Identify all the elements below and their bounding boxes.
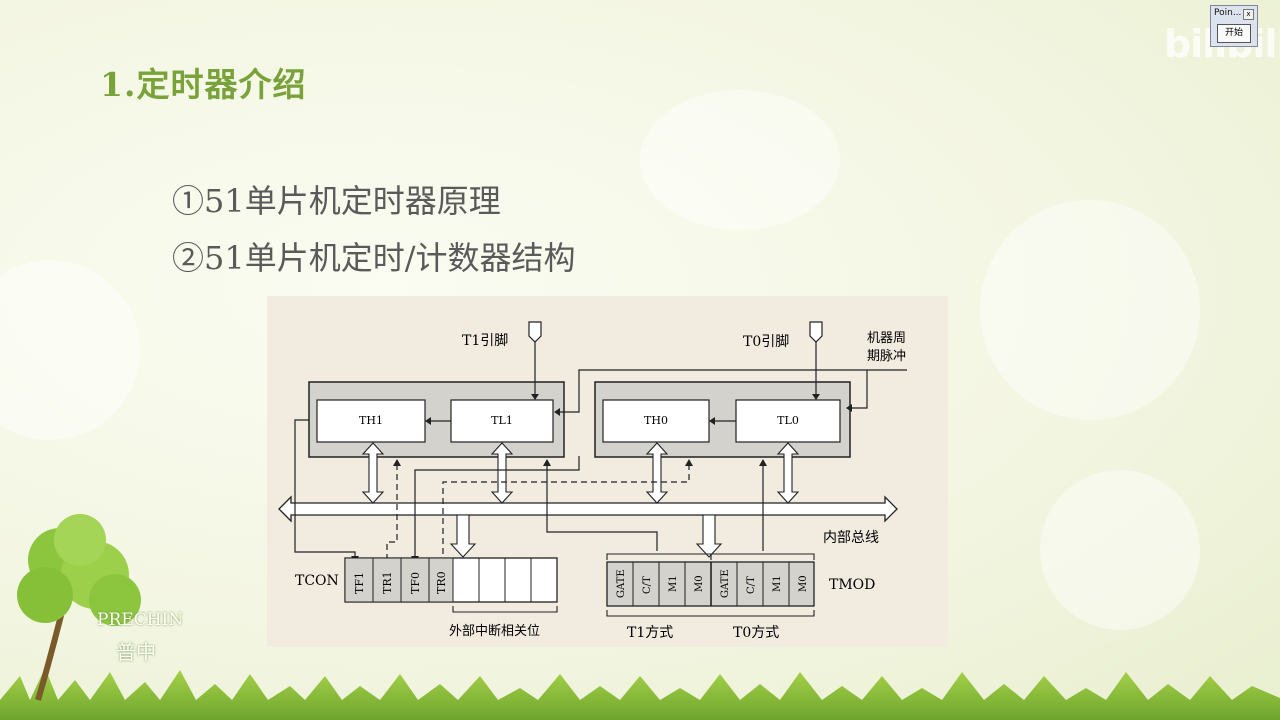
- th0-register: [602, 399, 710, 443]
- bullet-item: ②51单片机定时/计数器结构: [172, 239, 576, 277]
- tmod-bit: M0: [798, 575, 809, 592]
- logo-line1: PRECHIN: [97, 610, 184, 630]
- tmod-bit: M1: [772, 575, 783, 592]
- t1-pin-label: T1引脚: [462, 333, 508, 349]
- tl0-label: TL0: [777, 414, 799, 427]
- th1-register: [316, 399, 426, 443]
- tmod-register: [606, 561, 815, 607]
- ext-int-label: 外部中断相关位: [449, 624, 540, 639]
- tcon-register: [344, 557, 558, 603]
- tmod-bit: M1: [668, 575, 679, 592]
- tcon-label: TCON: [295, 573, 339, 589]
- logo-line2: 普中: [116, 640, 156, 664]
- tcon-bit: TF1: [353, 572, 366, 594]
- tmod-bit: GATE: [720, 569, 731, 598]
- tcon-bit: TR1: [381, 571, 394, 594]
- start-button[interactable]: 开始: [1217, 24, 1251, 43]
- tmod-bit: GATE: [616, 569, 627, 598]
- th1-label: TH1: [359, 414, 383, 427]
- t0-mode-label: T0方式: [733, 625, 779, 641]
- background-bokeh: [0, 260, 140, 440]
- tmod-bit: C/T: [642, 576, 653, 594]
- tl1-register: [450, 399, 554, 443]
- tmod-label: TMOD: [829, 577, 875, 593]
- tmod-bit: C/T: [746, 576, 757, 594]
- tcon-bit: TR0: [435, 571, 448, 594]
- pointer-tool-window[interactable]: Poin... x 开始: [1210, 5, 1258, 47]
- tl1-label: TL1: [491, 414, 513, 427]
- machine-cycle-label: 期脉冲: [867, 349, 906, 364]
- slide-title: 1.定时器介绍: [100, 65, 307, 104]
- tcon-bit: TF0: [409, 572, 422, 594]
- t1-mode-label: T1方式: [627, 625, 673, 641]
- close-icon[interactable]: x: [1243, 9, 1254, 20]
- background-bokeh: [1040, 470, 1200, 630]
- background-bokeh: [640, 90, 840, 230]
- internal-bus-label: 内部总线: [823, 530, 879, 546]
- machine-cycle-label: 机器周: [867, 331, 906, 346]
- background-bokeh: [980, 200, 1200, 420]
- bullet-item: ①51单片机定时器原理: [172, 182, 501, 220]
- tmod-bit: M0: [694, 575, 705, 592]
- internal-bus: [278, 495, 898, 523]
- th0-label: TH0: [644, 414, 668, 427]
- t0-pin-label: T0引脚: [743, 334, 789, 350]
- pointer-tool-title: Poin...: [1214, 8, 1242, 18]
- t0-pin-icon: [809, 321, 823, 343]
- timer-structure-diagram: TH1 TL1 TH0 TL0 T1引脚 T0引脚 机器周 期脉冲 内部总线: [267, 296, 948, 647]
- t1-pin-icon: [528, 321, 542, 343]
